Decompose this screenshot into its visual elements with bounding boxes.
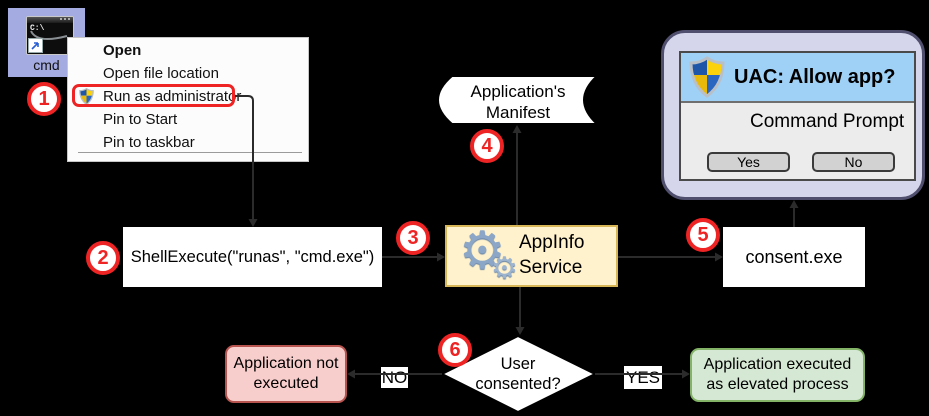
shellexecute-box: ShellExecute("runas", "cmd.exe") bbox=[123, 227, 382, 287]
run-as-admin-highlight bbox=[72, 84, 235, 107]
consent-exe-box: consent.exe bbox=[723, 227, 865, 287]
edge-label-yes: YES bbox=[624, 366, 662, 389]
desktop-icon-label: cmd bbox=[33, 57, 60, 73]
shortcut-arrow-icon bbox=[28, 38, 43, 53]
step-badge-4: 4 bbox=[470, 129, 504, 163]
step-badge-2: 2 bbox=[86, 241, 120, 275]
uac-shield-icon bbox=[689, 56, 725, 98]
uac-dialog-header: UAC: Allow app? bbox=[681, 53, 914, 103]
gears-icon: ⚙ ⚙ bbox=[459, 222, 518, 285]
step-badge-5: 5 bbox=[686, 218, 720, 252]
outcome-elevated-box: Application executed as elevated process bbox=[690, 348, 865, 402]
step-badge-6: 6 bbox=[438, 333, 472, 367]
menu-item-pin-to-taskbar[interactable]: Pin to taskbar bbox=[103, 134, 195, 151]
step-badge-1: 1 bbox=[27, 82, 61, 116]
outcome-not-executed-box: Application not executed bbox=[225, 345, 347, 403]
manifest-label: Application's Manifest bbox=[470, 82, 566, 123]
menu-item-run-as-administrator[interactable]: Run as administrator bbox=[103, 88, 242, 105]
appinfo-label: AppInfo Service bbox=[519, 232, 585, 278]
menu-item-open-file-location[interactable]: Open file location bbox=[103, 65, 219, 82]
uac-yes-button[interactable]: Yes bbox=[707, 152, 790, 172]
decision-label: User consented? bbox=[475, 355, 561, 393]
menu-separator bbox=[78, 152, 302, 153]
uac-app-name: Command Prompt bbox=[750, 111, 905, 132]
cmd-window-titlebar bbox=[27, 17, 73, 23]
cmd-swoosh-icon bbox=[30, 30, 68, 41]
uac-dialog: UAC: Allow app? bbox=[679, 51, 916, 181]
menu-item-pin-to-start[interactable]: Pin to Start bbox=[103, 111, 178, 128]
menu-item-open[interactable]: Open bbox=[103, 42, 142, 59]
step-badge-3: 3 bbox=[396, 221, 430, 255]
uac-dialog-title: UAC: Allow app? bbox=[734, 65, 896, 88]
edge-label-no: NO bbox=[381, 367, 408, 388]
uac-no-button[interactable]: No bbox=[812, 152, 895, 172]
cmd-prompt-text: C:\ bbox=[30, 24, 45, 33]
context-menu: Open Open file location Run as administr… bbox=[67, 37, 309, 162]
cmd-desktop-icon[interactable]: C:\ bbox=[26, 16, 74, 55]
appinfo-service-box: ⚙ ⚙ AppInfo Service bbox=[445, 222, 618, 287]
window-dots-icon bbox=[60, 18, 70, 20]
